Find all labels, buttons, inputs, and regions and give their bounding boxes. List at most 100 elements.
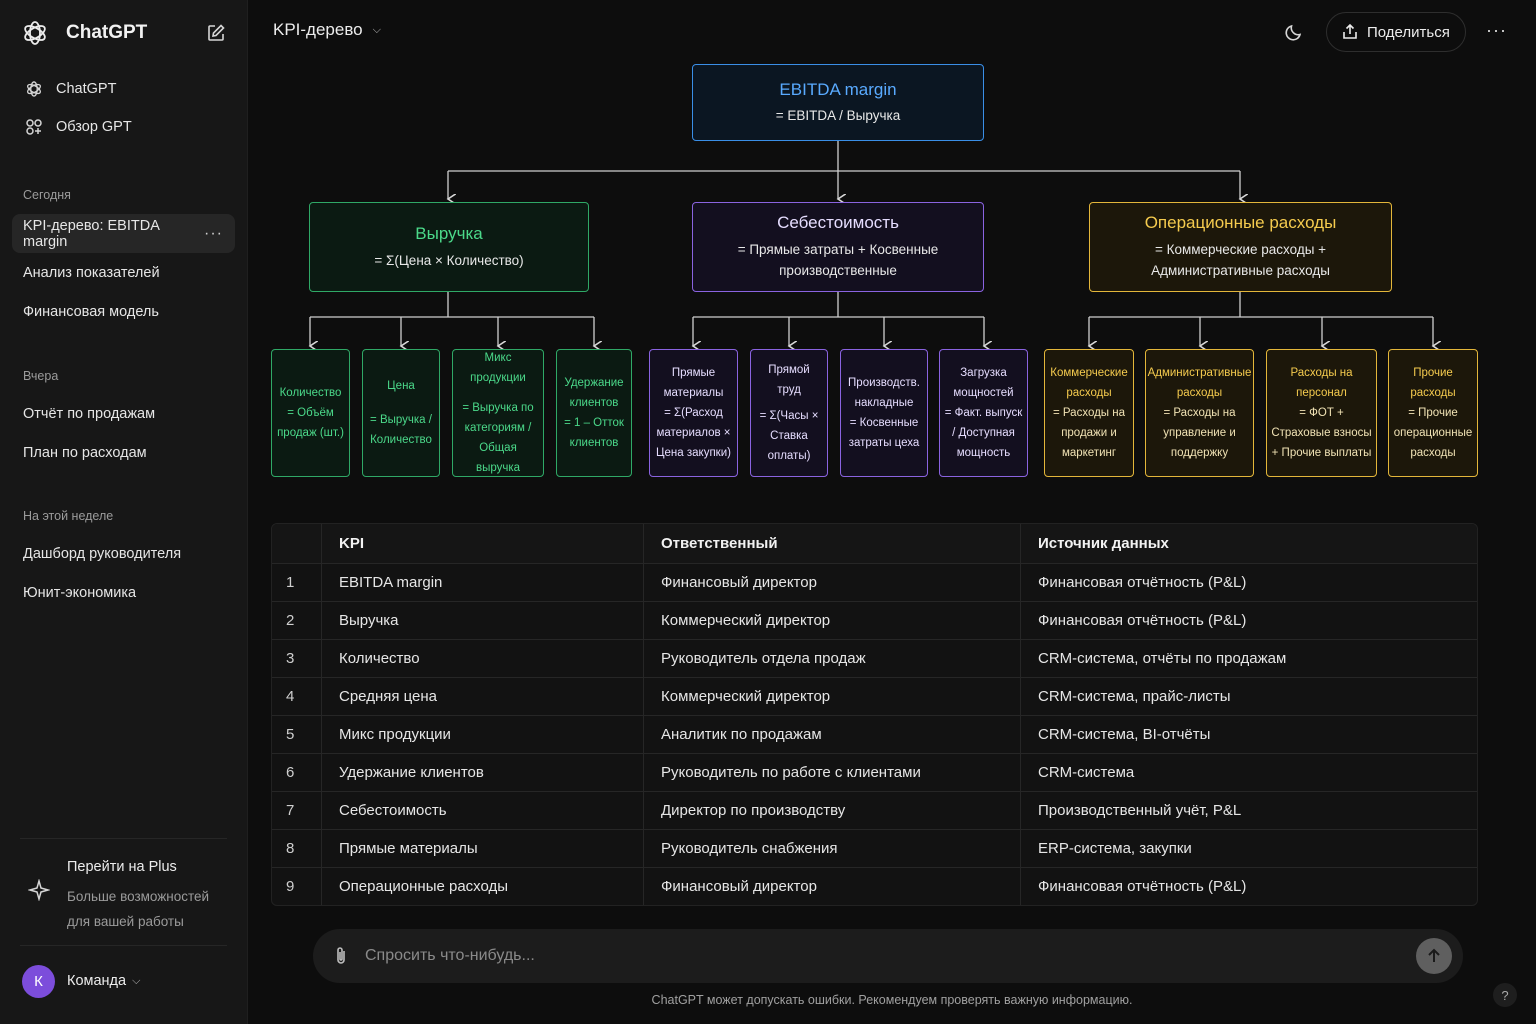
header-cell-index (272, 524, 322, 563)
user-name: Команда (67, 973, 127, 989)
node-title: Операционные расходы (1144, 213, 1337, 232)
cell-index: 3 (272, 640, 322, 677)
nav-item-label: Обзор GPT (56, 119, 132, 135)
cell-kpi: Прямые материалы (322, 830, 644, 867)
cell-index: 2 (272, 602, 322, 639)
cell-owner: Коммерческий директор (644, 678, 1021, 715)
chevron-down-icon: ⌵ (132, 974, 141, 987)
leaf-formula: = Косвенные затраты цеха (848, 417, 920, 449)
chat-options-icon[interactable]: ··· (204, 224, 223, 242)
leaf-formula: = Выручка / Количество (370, 414, 432, 446)
nav-item-explore-gpts[interactable]: Обзор GPT (12, 108, 235, 146)
kpi-leaf-retention: Удержание клиентов = 1 – Отток клиентов (556, 349, 632, 477)
kpi-leaf-product-mix: Микс продукции = Выручка по категориям /… (452, 349, 544, 477)
upgrade-plus-button[interactable]: Перейти на Plus Больше возможностей для … (20, 838, 227, 946)
leaf-formula: = Σ(Часы × Ставка оплаты) (759, 410, 819, 462)
leaf-title: Микс продукции (470, 352, 526, 384)
chat-item[interactable]: Дашборд руководителя (12, 534, 235, 573)
header-cell-owner: Ответственный (644, 524, 1021, 563)
kpi-leaf-personnel-expenses: Расходы на персонал = ФОТ + Страховые вз… (1266, 349, 1377, 477)
kpi-node-revenue: Выручка = Σ(Цена × Количество) (309, 202, 589, 292)
node-title: EBITDA margin (779, 79, 897, 99)
node-formula: = Σ(Цена × Количество) (374, 252, 524, 268)
history-section-today: Сегодня KPI-дерево: EBITDA margin ··· Ан… (12, 180, 235, 331)
openai-logo-icon[interactable] (20, 18, 50, 48)
cell-index: 5 (272, 716, 322, 753)
send-button[interactable] (1416, 938, 1452, 974)
share-button[interactable]: Поделиться (1326, 12, 1466, 52)
cell-owner: Директор по производству (644, 792, 1021, 829)
node-formula: = Прямые затраты + Косвенные производств… (737, 242, 939, 278)
kpi-node-opex: Операционные расходы = Коммерческие расх… (1089, 202, 1392, 292)
user-menu[interactable]: К Команда ⌵ (22, 964, 140, 998)
cell-kpi: Микс продукции (322, 716, 644, 753)
disclaimer-text: ChatGPT может допускать ошибки. Рекоменд… (651, 993, 1133, 1007)
cell-owner: Финансовый директор (644, 868, 1021, 905)
arrow-up-icon (1428, 948, 1440, 962)
nav-item-label: ChatGPT (56, 81, 117, 97)
leaf-title: Коммерческие расходы (1050, 367, 1128, 399)
grid-icon (24, 117, 44, 137)
cell-index: 9 (272, 868, 322, 905)
cell-kpi: Количество (322, 640, 644, 677)
node-title: Себестоимость (777, 213, 899, 232)
kpi-leaf-price: Цена = Выручка / Количество (362, 349, 440, 477)
prompt-input[interactable] (365, 941, 1365, 971)
more-options-icon[interactable]: ··· (1486, 20, 1507, 40)
moon-icon[interactable] (1284, 22, 1306, 44)
nav-item-chatgpt[interactable]: ChatGPT (12, 70, 235, 108)
sparkle-icon (27, 878, 52, 903)
leaf-title: Производств. накладные (848, 377, 920, 409)
cell-source: Финансовая отчётность (P&L) (1038, 878, 1247, 895)
sidebar-header: ChatGPT (20, 18, 227, 48)
chevron-down-icon: ⌵ (372, 23, 381, 36)
share-icon (1341, 23, 1359, 41)
cell-source: CRM-система (1038, 764, 1135, 781)
leaf-formula: = Объём продаж (шт.) (277, 407, 344, 439)
cell-index: 6 (272, 754, 322, 791)
kpi-leaf-capacity: Загрузка мощностей = Факт. выпуск / Дост… (939, 349, 1028, 477)
header-cell-kpi: KPI (322, 524, 644, 563)
new-chat-icon[interactable] (205, 22, 227, 44)
brand-name: ChatGPT (66, 22, 148, 43)
chatgpt-icon (24, 79, 44, 99)
cell-source: Финансовая отчётность (P&L) (1038, 612, 1247, 629)
chat-item[interactable]: Юнит-экономика (12, 573, 235, 612)
chat-item-label: KPI-дерево: EBITDA margin (23, 217, 160, 250)
attach-icon[interactable] (331, 945, 351, 967)
cell-index: 1 (272, 564, 322, 601)
model-selector[interactable]: KPI-дерево ⌵ (273, 20, 381, 40)
kpi-leaf-other-expenses: Прочие расходы = Прочие операционные рас… (1388, 349, 1478, 477)
cell-kpi: Себестоимость (322, 792, 644, 829)
cell-source: CRM-система, отчёты по продажам (1038, 650, 1287, 667)
leaf-formula: = ФОТ + Страховые взносы + Прочие выплат… (1271, 407, 1372, 459)
cell-source: ERP-система, закупки (1038, 840, 1192, 857)
page-title: KPI-дерево (273, 20, 363, 39)
cell-index: 7 (272, 792, 322, 829)
chat-item-label: Финансовая модель (23, 303, 159, 320)
node-title: Выручка (415, 223, 483, 243)
chat-item[interactable]: Отчёт по продажам (12, 394, 235, 433)
chat-item-label: Анализ показателей (23, 264, 160, 281)
leaf-title: Загрузка мощностей (953, 367, 1014, 399)
section-label: Сегодня (23, 188, 71, 202)
chat-item[interactable]: Финансовая модель (12, 292, 235, 331)
chat-item[interactable]: План по расходам (12, 433, 235, 472)
help-button[interactable]: ? (1493, 983, 1517, 1007)
avatar: К (22, 964, 55, 998)
sidebar: ChatGPT ChatGPT (0, 0, 248, 1024)
chat-item-label: Дашборд руководителя (23, 545, 182, 562)
chat-item[interactable]: Анализ показателей (12, 253, 235, 292)
chat-item-active[interactable]: KPI-дерево: EBITDA margin ··· (12, 214, 235, 253)
kpi-node-ebitda-margin: EBITDA margin = EBITDA / Выручка (692, 64, 984, 141)
cell-kpi: Операционные расходы (322, 868, 644, 905)
leaf-title: Прямой труд (768, 364, 810, 396)
